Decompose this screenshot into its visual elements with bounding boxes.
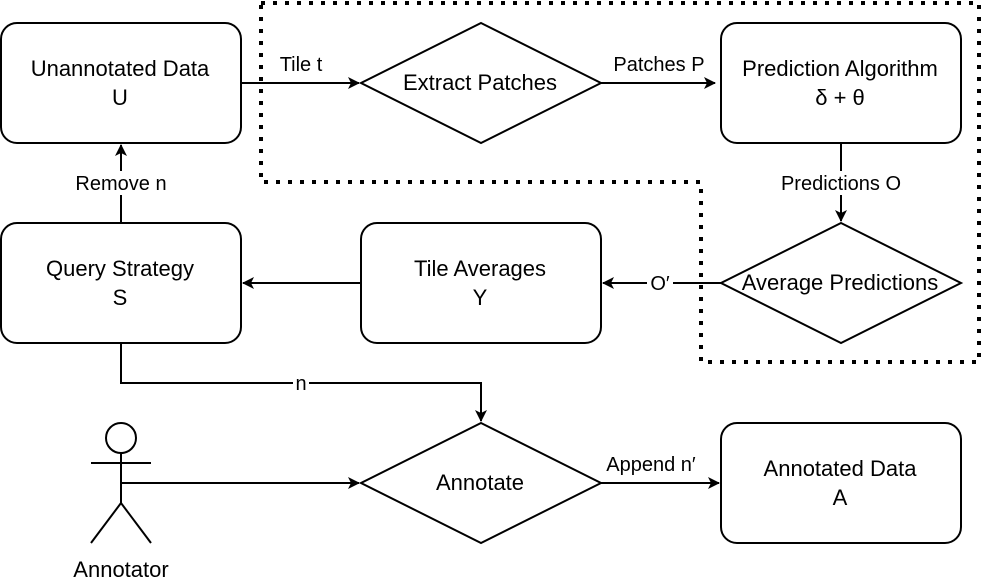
annotator-actor: Annotator [73, 422, 169, 582]
actor-icon [90, 422, 152, 544]
edge-label-n: n [295, 373, 306, 395]
node-prediction-symbol: δ + θ [815, 85, 865, 110]
node-tile-averages: Tile Averages Y [360, 222, 602, 344]
node-tile-avg-symbol: Y [473, 285, 488, 310]
node-annotated-title: Annotated Data [764, 456, 918, 481]
node-extract-title: Extract Patches [403, 70, 557, 95]
node-unannotated-data: Unannotated Data U [0, 22, 242, 144]
edge-label-patches: Patches P [613, 54, 704, 76]
node-unannotated-symbol: U [112, 85, 128, 110]
node-prediction-algorithm: Prediction Algorithm δ + θ [720, 22, 962, 144]
node-tile-avg-title: Tile Averages [414, 256, 546, 281]
node-unannotated-title: Unannotated Data [31, 56, 210, 81]
edge-label-predictions: Predictions O [781, 173, 901, 195]
node-query-strategy: Query Strategy S [0, 222, 242, 344]
node-annotate-title: Annotate [436, 470, 524, 495]
node-annotated-symbol: A [833, 485, 848, 510]
node-prediction-title: Prediction Algorithm [742, 56, 938, 81]
node-extract-patches: Extract Patches [358, 21, 604, 145]
node-annotate: Annotate [358, 421, 604, 545]
annotator-label: Annotator [73, 557, 168, 582]
edge-label-o-prime: O′ [650, 273, 670, 295]
node-average-predictions: Average Predictions [718, 221, 964, 345]
edge-label-tile: Tile t [280, 54, 323, 76]
node-query-symbol: S [113, 285, 128, 310]
edge-label-remove: Remove n [75, 173, 166, 195]
node-average-title: Average Predictions [742, 270, 939, 295]
node-annotated-data: Annotated Data A [720, 422, 962, 544]
edge-label-append: Append n′ [606, 454, 696, 476]
node-query-title: Query Strategy [46, 256, 194, 281]
